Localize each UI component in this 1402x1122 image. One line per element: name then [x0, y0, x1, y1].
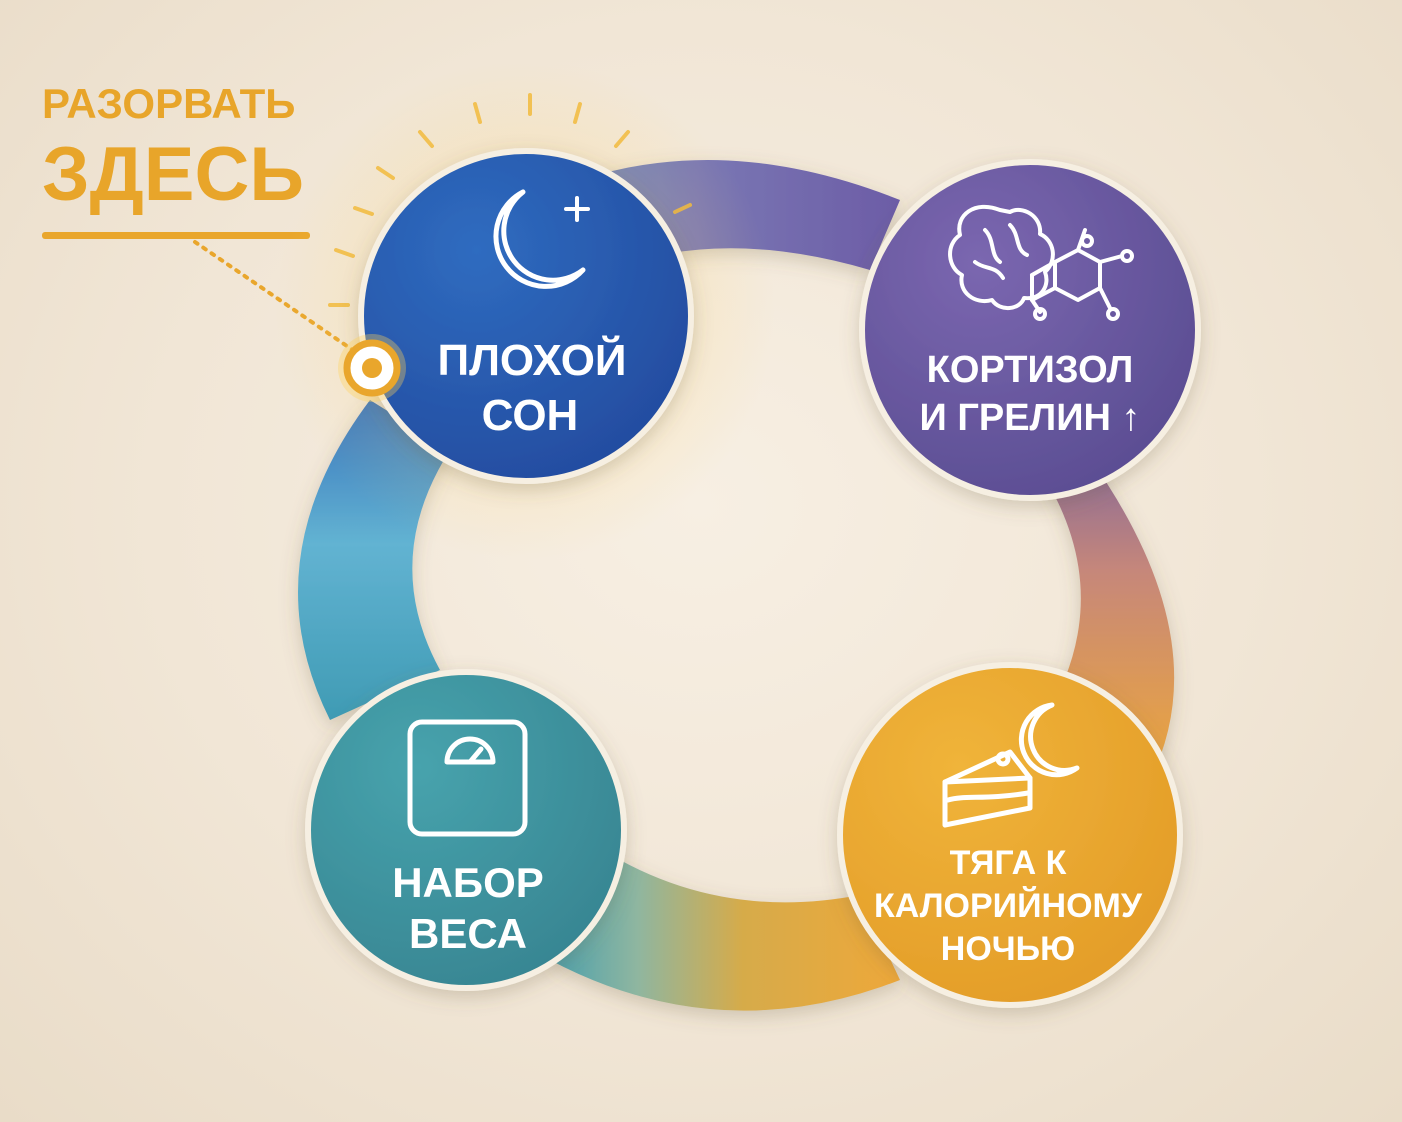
night-cravings-line-1: ТЯГА К — [950, 844, 1067, 882]
bad-sleep-line-2: СОН — [482, 391, 579, 440]
cortisol-ghrelin-line-1: КОРТИЗОЛ — [927, 349, 1134, 391]
night-cravings-line-3: НОЧЬЮ — [941, 930, 1075, 968]
cortisol-ghrelin-line-2: И ГРЕЛИН ↑ — [919, 397, 1140, 439]
callout-underline — [42, 232, 310, 239]
break-point-marker — [338, 334, 406, 402]
moon-star-icon — [493, 189, 590, 289]
night-cravings-line-2: КАЛОРИЙНОМУ — [874, 886, 1143, 925]
node-night-cravings — [837, 662, 1183, 1008]
highlight-rays — [328, 93, 692, 307]
break-here-callout: РАЗОРВАТЬ ЗДЕСЬ — [42, 80, 362, 357]
weight-gain-line-2: ВЕСА — [409, 910, 527, 957]
node-bad-sleep — [358, 148, 694, 484]
node-cortisol-ghrelin — [859, 159, 1201, 501]
brain-molecule-icon — [948, 204, 1134, 321]
node-weight-gain — [305, 669, 627, 991]
callout-line-2: ЗДЕСЬ — [42, 132, 304, 217]
callout-line-1: РАЗОРВАТЬ — [42, 80, 295, 127]
scale-icon — [407, 719, 528, 837]
cake-moon-icon — [942, 702, 1080, 828]
weight-gain-line-1: НАБОР — [392, 859, 544, 906]
bad-sleep-line-1: ПЛОХОЙ — [437, 334, 626, 385]
